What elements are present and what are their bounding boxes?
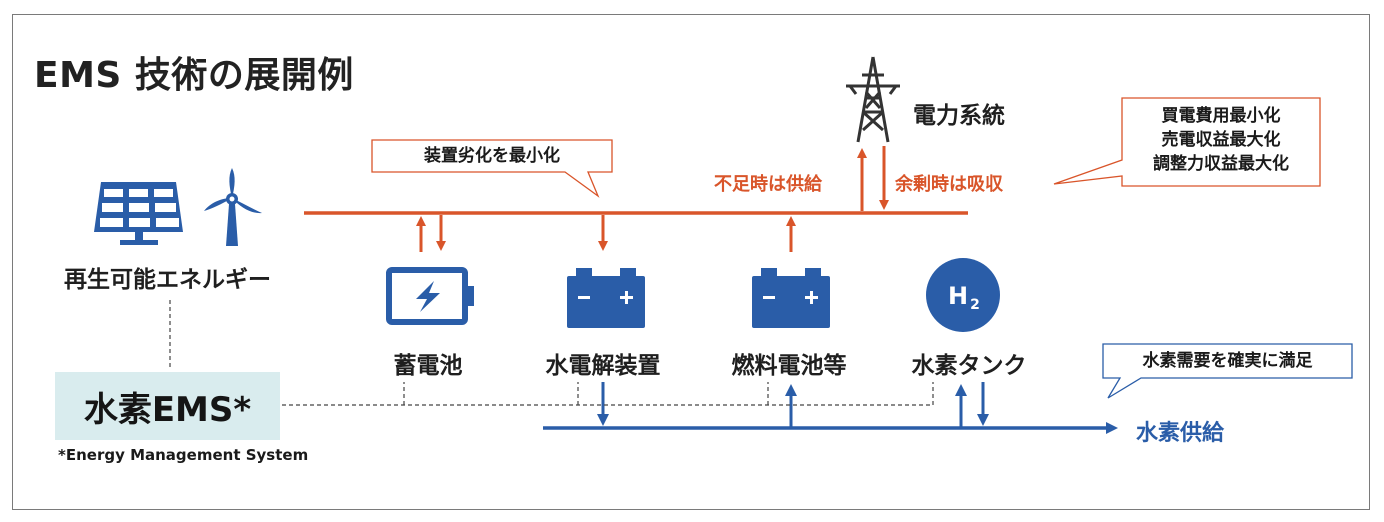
hydrogen-tank-label: 水素タンク — [911, 353, 1027, 379]
callout-grid-goals-text: 買電費用最小化 売電収益最大化 調整力収益最大化 — [1122, 104, 1320, 176]
callout-degradation-text: 装置劣化を最小化 — [424, 146, 560, 166]
grid-goal-item: 調整力収益最大化 — [1153, 154, 1289, 174]
renewable-energy-label: 再生可能エネルギー — [64, 267, 271, 293]
ems-footnote: *Energy Management System — [58, 446, 309, 464]
callout-hydrogen-demand-box — [1102, 343, 1353, 399]
fuel-cell-label: 燃料電池等 — [731, 353, 847, 379]
hydrogen-supply-label: 水素供給 — [1136, 421, 1225, 446]
grid-label: 電力系統 — [913, 103, 1005, 129]
transmission-tower-icon — [846, 56, 900, 143]
grid-supply-label: 不足時は供給 — [714, 174, 822, 195]
storage-battery-label: 蓄電池 — [393, 353, 463, 379]
hydrogen-ems-box: 水素EMS* — [55, 372, 280, 440]
grid-goal-item: 買電費用最小化 — [1161, 106, 1281, 126]
electrolyzer-icon — [567, 268, 645, 328]
page-title: EMS 技術の展開例 — [34, 55, 354, 96]
electrolyzer-label: 水電解装置 — [545, 353, 661, 379]
battery-icon — [386, 267, 474, 325]
hydrogen-tank-icon: H 2 — [926, 258, 1000, 332]
callout-degradation-box — [371, 139, 613, 198]
h2-subscript: 2 — [970, 297, 980, 313]
fuel-cell-icon — [752, 268, 830, 328]
ems-control-lines — [169, 300, 934, 406]
wind-turbine-icon — [204, 168, 262, 246]
grid-absorb-label: 余剰時は吸収 — [895, 174, 1003, 195]
callout-hydrogen-demand-text: 水素需要を確実に満足 — [1142, 351, 1313, 371]
h2-symbol: H — [948, 282, 968, 310]
solar-panel-icon — [94, 182, 183, 245]
grid-goal-item: 売電収益最大化 — [1161, 130, 1281, 150]
callout-grid-goals-box — [1053, 97, 1321, 187]
